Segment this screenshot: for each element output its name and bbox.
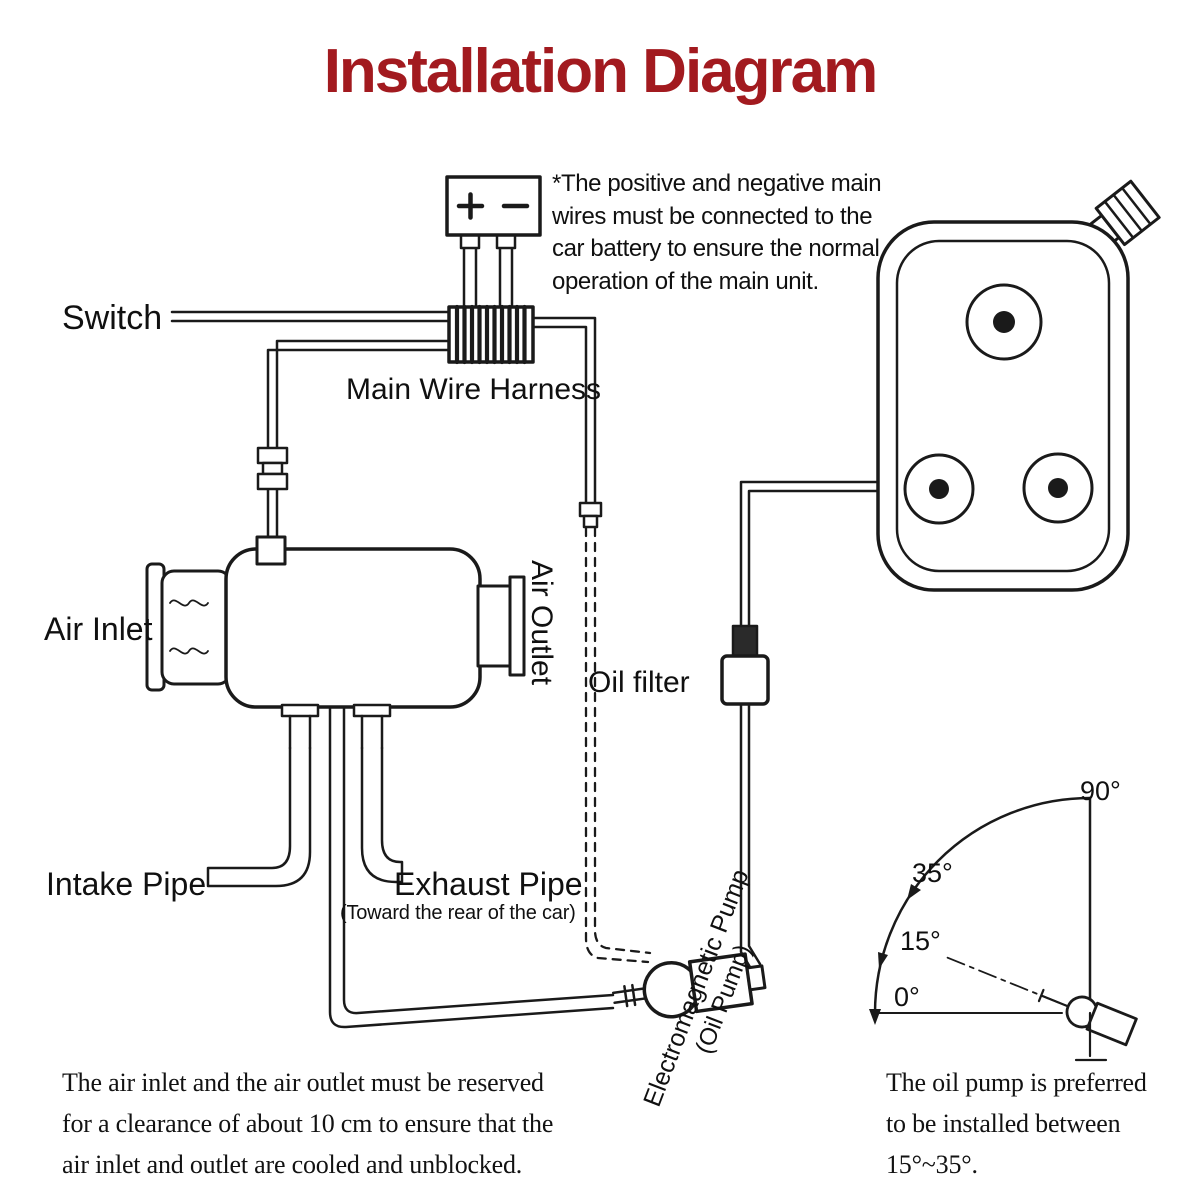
exhaust-pipe-label: Exhaust Pipe xyxy=(394,866,583,902)
angle-90-label: 90° xyxy=(1080,776,1121,806)
exhaust-pipe-note-label: (Toward the rear of the car) xyxy=(340,902,576,924)
exhaust-stub xyxy=(352,703,392,750)
air-clearance-footnote: The air inlet and the air outlet must be… xyxy=(62,1062,553,1185)
angle-35-label: 35° xyxy=(912,858,953,888)
heater-unit xyxy=(145,535,526,750)
intake-pipe-line xyxy=(206,746,312,888)
pump-wire-dashed xyxy=(584,526,652,964)
car-battery-icon xyxy=(445,175,542,310)
air-outlet-label: Air Outlet xyxy=(525,560,558,686)
gauge-arc xyxy=(873,796,1092,1015)
page-title: Installation Diagram xyxy=(323,37,879,106)
switch-label: Switch xyxy=(62,299,163,337)
air-inlet-cap xyxy=(160,569,232,686)
air-footnote-line: for a clearance of about 10 cm to ensure… xyxy=(62,1109,554,1138)
main-wire-harness-label: Main Wire Harness xyxy=(346,373,602,406)
oil-filter-icon xyxy=(720,624,770,706)
tank-port xyxy=(1022,452,1094,524)
gauge-datum xyxy=(1074,1011,1108,1062)
air-outlet-duct xyxy=(476,584,512,668)
fuel-line-tank xyxy=(739,480,880,974)
break-lines xyxy=(169,599,209,655)
pump-wire-connector-icon xyxy=(578,501,603,529)
plus-symbol xyxy=(456,192,485,220)
fuel-tank xyxy=(876,179,1161,592)
battery-note-line: car battery to ensure the normal xyxy=(552,235,880,262)
main-wire-harness-icon xyxy=(447,304,535,365)
pump-footnote-line: to be installed between xyxy=(886,1109,1121,1138)
pump-axis-line xyxy=(946,956,1134,1034)
heater-wire-socket xyxy=(255,535,287,566)
intake-stub xyxy=(280,703,320,750)
angle-15-label: 15° xyxy=(900,926,941,956)
arrow-35-icon xyxy=(907,884,921,900)
heater-power-wire xyxy=(266,339,451,540)
battery-note-line: wires must be connected to the xyxy=(552,202,873,230)
arrow-15-icon xyxy=(878,952,888,969)
exhaust-pipe-line xyxy=(360,746,404,884)
tank-port xyxy=(965,283,1043,361)
air-footnote-line: air inlet and outlet are cooled and unbl… xyxy=(62,1150,523,1179)
air-outlet-flange xyxy=(508,575,526,677)
air-footnote-line: The air inlet and the air outlet must be… xyxy=(62,1068,544,1097)
arrow-0-icon xyxy=(869,1009,881,1025)
gauge-pump-icon xyxy=(946,956,1138,1047)
angle-gauge xyxy=(869,796,1138,1062)
inline-connector-icon xyxy=(256,446,289,491)
oil-filter-label: Oil filter xyxy=(588,666,690,699)
oil-pump-icon xyxy=(611,952,767,1019)
tank-port xyxy=(903,453,975,525)
angle-0-label: 0° xyxy=(894,982,920,1012)
battery-note-line: operation of the main unit. xyxy=(552,267,819,295)
air-inlet-label: Air Inlet xyxy=(44,611,153,647)
fuel-line-heater xyxy=(328,705,615,1029)
intake-pipe-label: Intake Pipe xyxy=(46,866,207,902)
pump-footnote-line: 15°~35°. xyxy=(886,1150,978,1179)
pump-wire-solid xyxy=(531,316,597,507)
battery-note: *The positive and negative main wires mu… xyxy=(552,168,882,298)
battery-note-line: *The positive and negative main xyxy=(552,170,882,197)
pump-footnote-line: The oil pump is preferred xyxy=(886,1068,1147,1097)
pump-angle-footnote: The oil pump is preferred to be installe… xyxy=(886,1062,1147,1185)
heater-body xyxy=(224,547,482,709)
switch-wire xyxy=(170,310,451,323)
